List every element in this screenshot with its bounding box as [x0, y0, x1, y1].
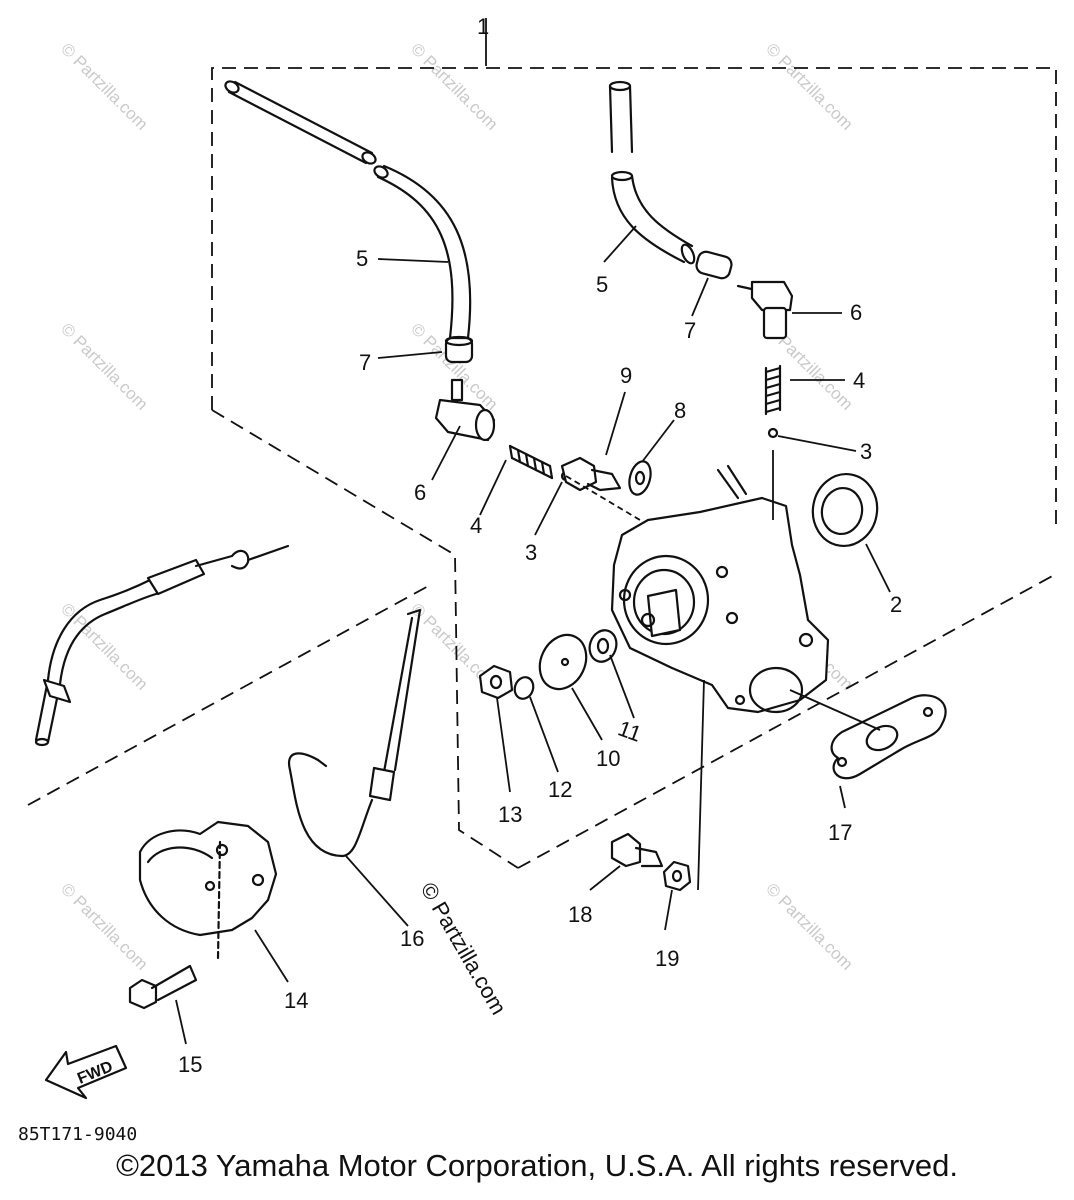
watermark: © Partzilla.com: [407, 39, 501, 133]
nut-19: [662, 860, 692, 892]
callout-1: 1: [477, 14, 489, 39]
pump-cable-16: [287, 608, 422, 858]
copyright-notice: ©2013 Yamaha Motor Corporation, U.S.A. A…: [116, 1148, 958, 1183]
callout-18: 18: [568, 902, 592, 927]
hose-right: [608, 80, 696, 265]
callout-6-left: 6: [414, 480, 426, 505]
spring-right: [764, 364, 782, 416]
callout-7-right: 7: [684, 318, 696, 343]
callout-3-left: 3: [525, 540, 537, 565]
pump-cover-14: [138, 820, 278, 960]
watermark: © Partzilla.com: [762, 879, 856, 973]
callout-8: 8: [674, 398, 686, 423]
bolt-18: [610, 832, 664, 868]
callout-13: 13: [498, 802, 522, 827]
oil-seal-2: [811, 473, 879, 547]
watermark: © Partzilla.com: [57, 39, 151, 133]
washer-8: [628, 460, 652, 496]
washer-12: [513, 676, 535, 700]
cable-upper: [34, 544, 290, 747]
nut-13: [478, 664, 514, 700]
callout-9: 9: [620, 363, 632, 388]
clamp-right: [695, 250, 733, 280]
diagram-code: 85T171-9040: [18, 1124, 137, 1145]
callout-6-right: 6: [850, 300, 862, 325]
callout-15: 15: [178, 1052, 202, 1077]
callout-12: 12: [548, 777, 572, 802]
center-watermark: © Partzilla.com: [416, 878, 512, 1019]
callout-19: 19: [655, 946, 679, 971]
callout-7-left: 7: [359, 350, 371, 375]
callout-10: 10: [596, 746, 620, 771]
callout-2: 2: [890, 592, 902, 617]
callout-3-right: 3: [860, 439, 872, 464]
callout-4-left: 4: [470, 513, 482, 538]
callout-5-right: 5: [596, 272, 608, 297]
callout-16: 16: [400, 926, 424, 951]
bolt-9: [560, 456, 622, 492]
gasket-17: [830, 694, 947, 780]
watermark: © Partzilla.com: [762, 39, 856, 133]
watermark: © Partzilla.com: [57, 319, 151, 413]
assembly-boundary: [27, 18, 1057, 869]
hose-left: [224, 80, 472, 340]
plate-10: [538, 633, 588, 691]
callouts: 1 5 5 7 7 6 9 4 8 3 6 4 3 2 11 10 12 13 …: [178, 14, 902, 1077]
callout-17: 17: [828, 820, 852, 845]
watermark: © Partzilla.com: [57, 879, 151, 973]
fwd-arrow: FWD: [44, 1044, 128, 1100]
callout-4-right: 4: [853, 368, 865, 393]
callout-14: 14: [284, 988, 308, 1013]
ball-right: [767, 427, 779, 439]
screw-15: [128, 964, 198, 1010]
washer-11: [588, 629, 618, 663]
fitting-left: [434, 378, 496, 442]
fitting-right: [736, 280, 794, 340]
clamp-left: [444, 335, 474, 364]
callout-5-left: 5: [356, 246, 368, 271]
callout-11: 11: [615, 715, 645, 746]
spring-left: [508, 444, 554, 480]
oil-pump-body: [610, 464, 830, 714]
leader-lines: [175, 225, 891, 1045]
